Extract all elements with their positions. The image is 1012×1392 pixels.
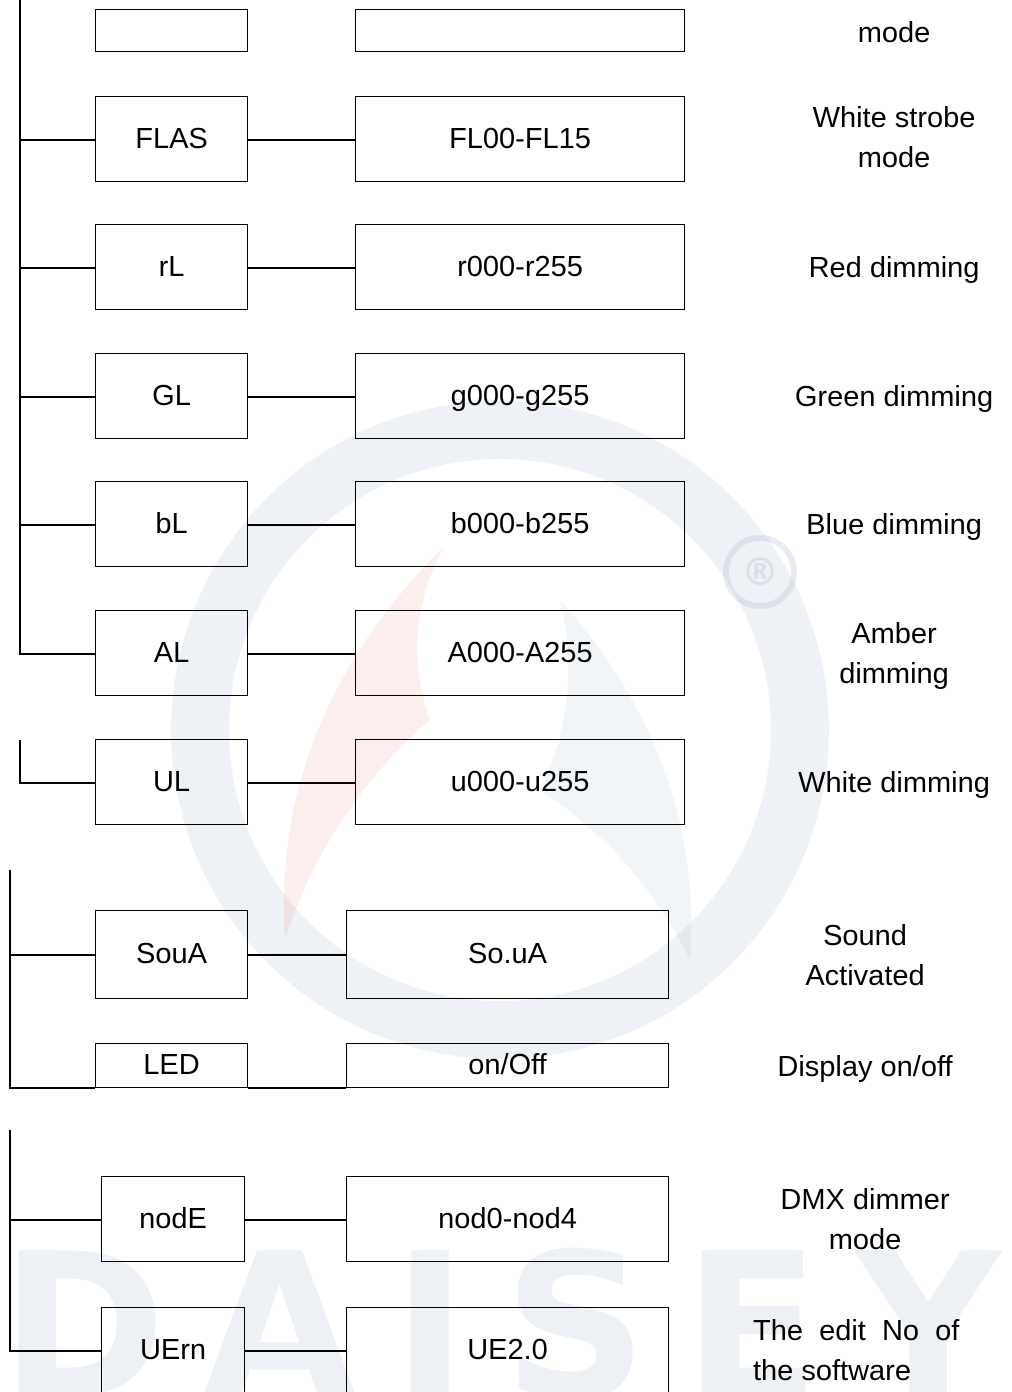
menu-value-box: on/Off [346, 1043, 669, 1088]
code-value-connector [248, 1087, 346, 1089]
code-value-connector [248, 139, 355, 141]
menu-code-box: rL [95, 224, 248, 310]
watermark-text: DAISEYA [0, 1211, 1012, 1392]
menu-code-box: UL [95, 739, 248, 825]
code-value-connector [245, 1219, 346, 1221]
code-value-connector [248, 524, 355, 526]
tree-spine [9, 870, 11, 1088]
branch-connector [9, 1219, 101, 1221]
tree-spine [19, 740, 21, 783]
row-description: Green dimming [794, 381, 994, 413]
menu-value-box: g000-g255 [355, 353, 685, 439]
menu-code-box: UErn [101, 1307, 245, 1392]
menu-value-box: nod0-nod4 [346, 1176, 669, 1262]
menu-code-box: SouA [95, 910, 248, 999]
menu-value-box [355, 9, 685, 52]
branch-connector [19, 524, 95, 526]
branch-connector [19, 139, 95, 141]
row-description: Red dimming [808, 252, 980, 284]
menu-value-box: b000-b255 [355, 481, 685, 567]
menu-code-box: GL [95, 353, 248, 439]
menu-value-box: FL00-FL15 [355, 96, 685, 182]
row-description: Display on/off [777, 1051, 953, 1083]
menu-value-box: A000-A255 [355, 610, 685, 696]
branch-connector [19, 653, 95, 655]
code-value-connector [248, 954, 346, 956]
registered-mark: ® [741, 550, 779, 594]
row-description: mode [857, 17, 931, 49]
branch-connector [9, 1087, 95, 1089]
branch-connector [19, 782, 95, 784]
code-value-connector [248, 267, 355, 269]
menu-value-box: So.uA [346, 910, 669, 999]
menu-code-box: LED [95, 1043, 248, 1088]
menu-code-box: nodE [101, 1176, 245, 1262]
code-value-connector [245, 1350, 346, 1352]
tree-spine [9, 1130, 11, 1351]
branch-connector [19, 267, 95, 269]
branch-connector [9, 954, 95, 956]
tree-spine [19, 0, 21, 654]
branch-connector [19, 396, 95, 398]
menu-code-box: AL [95, 610, 248, 696]
menu-value-box: UE2.0 [346, 1307, 669, 1392]
code-value-connector [248, 396, 355, 398]
menu-code-box: bL [95, 481, 248, 567]
code-value-connector [248, 653, 355, 655]
menu-value-box: u000-u255 [355, 739, 685, 825]
branch-connector [9, 1350, 101, 1352]
menu-code-box: FLAS [95, 96, 248, 182]
code-value-connector [248, 782, 355, 784]
menu-code-box [95, 9, 248, 52]
menu-value-box: r000-r255 [355, 224, 685, 310]
row-description: White dimming [798, 767, 990, 799]
row-description: Blue dimming [806, 509, 982, 541]
